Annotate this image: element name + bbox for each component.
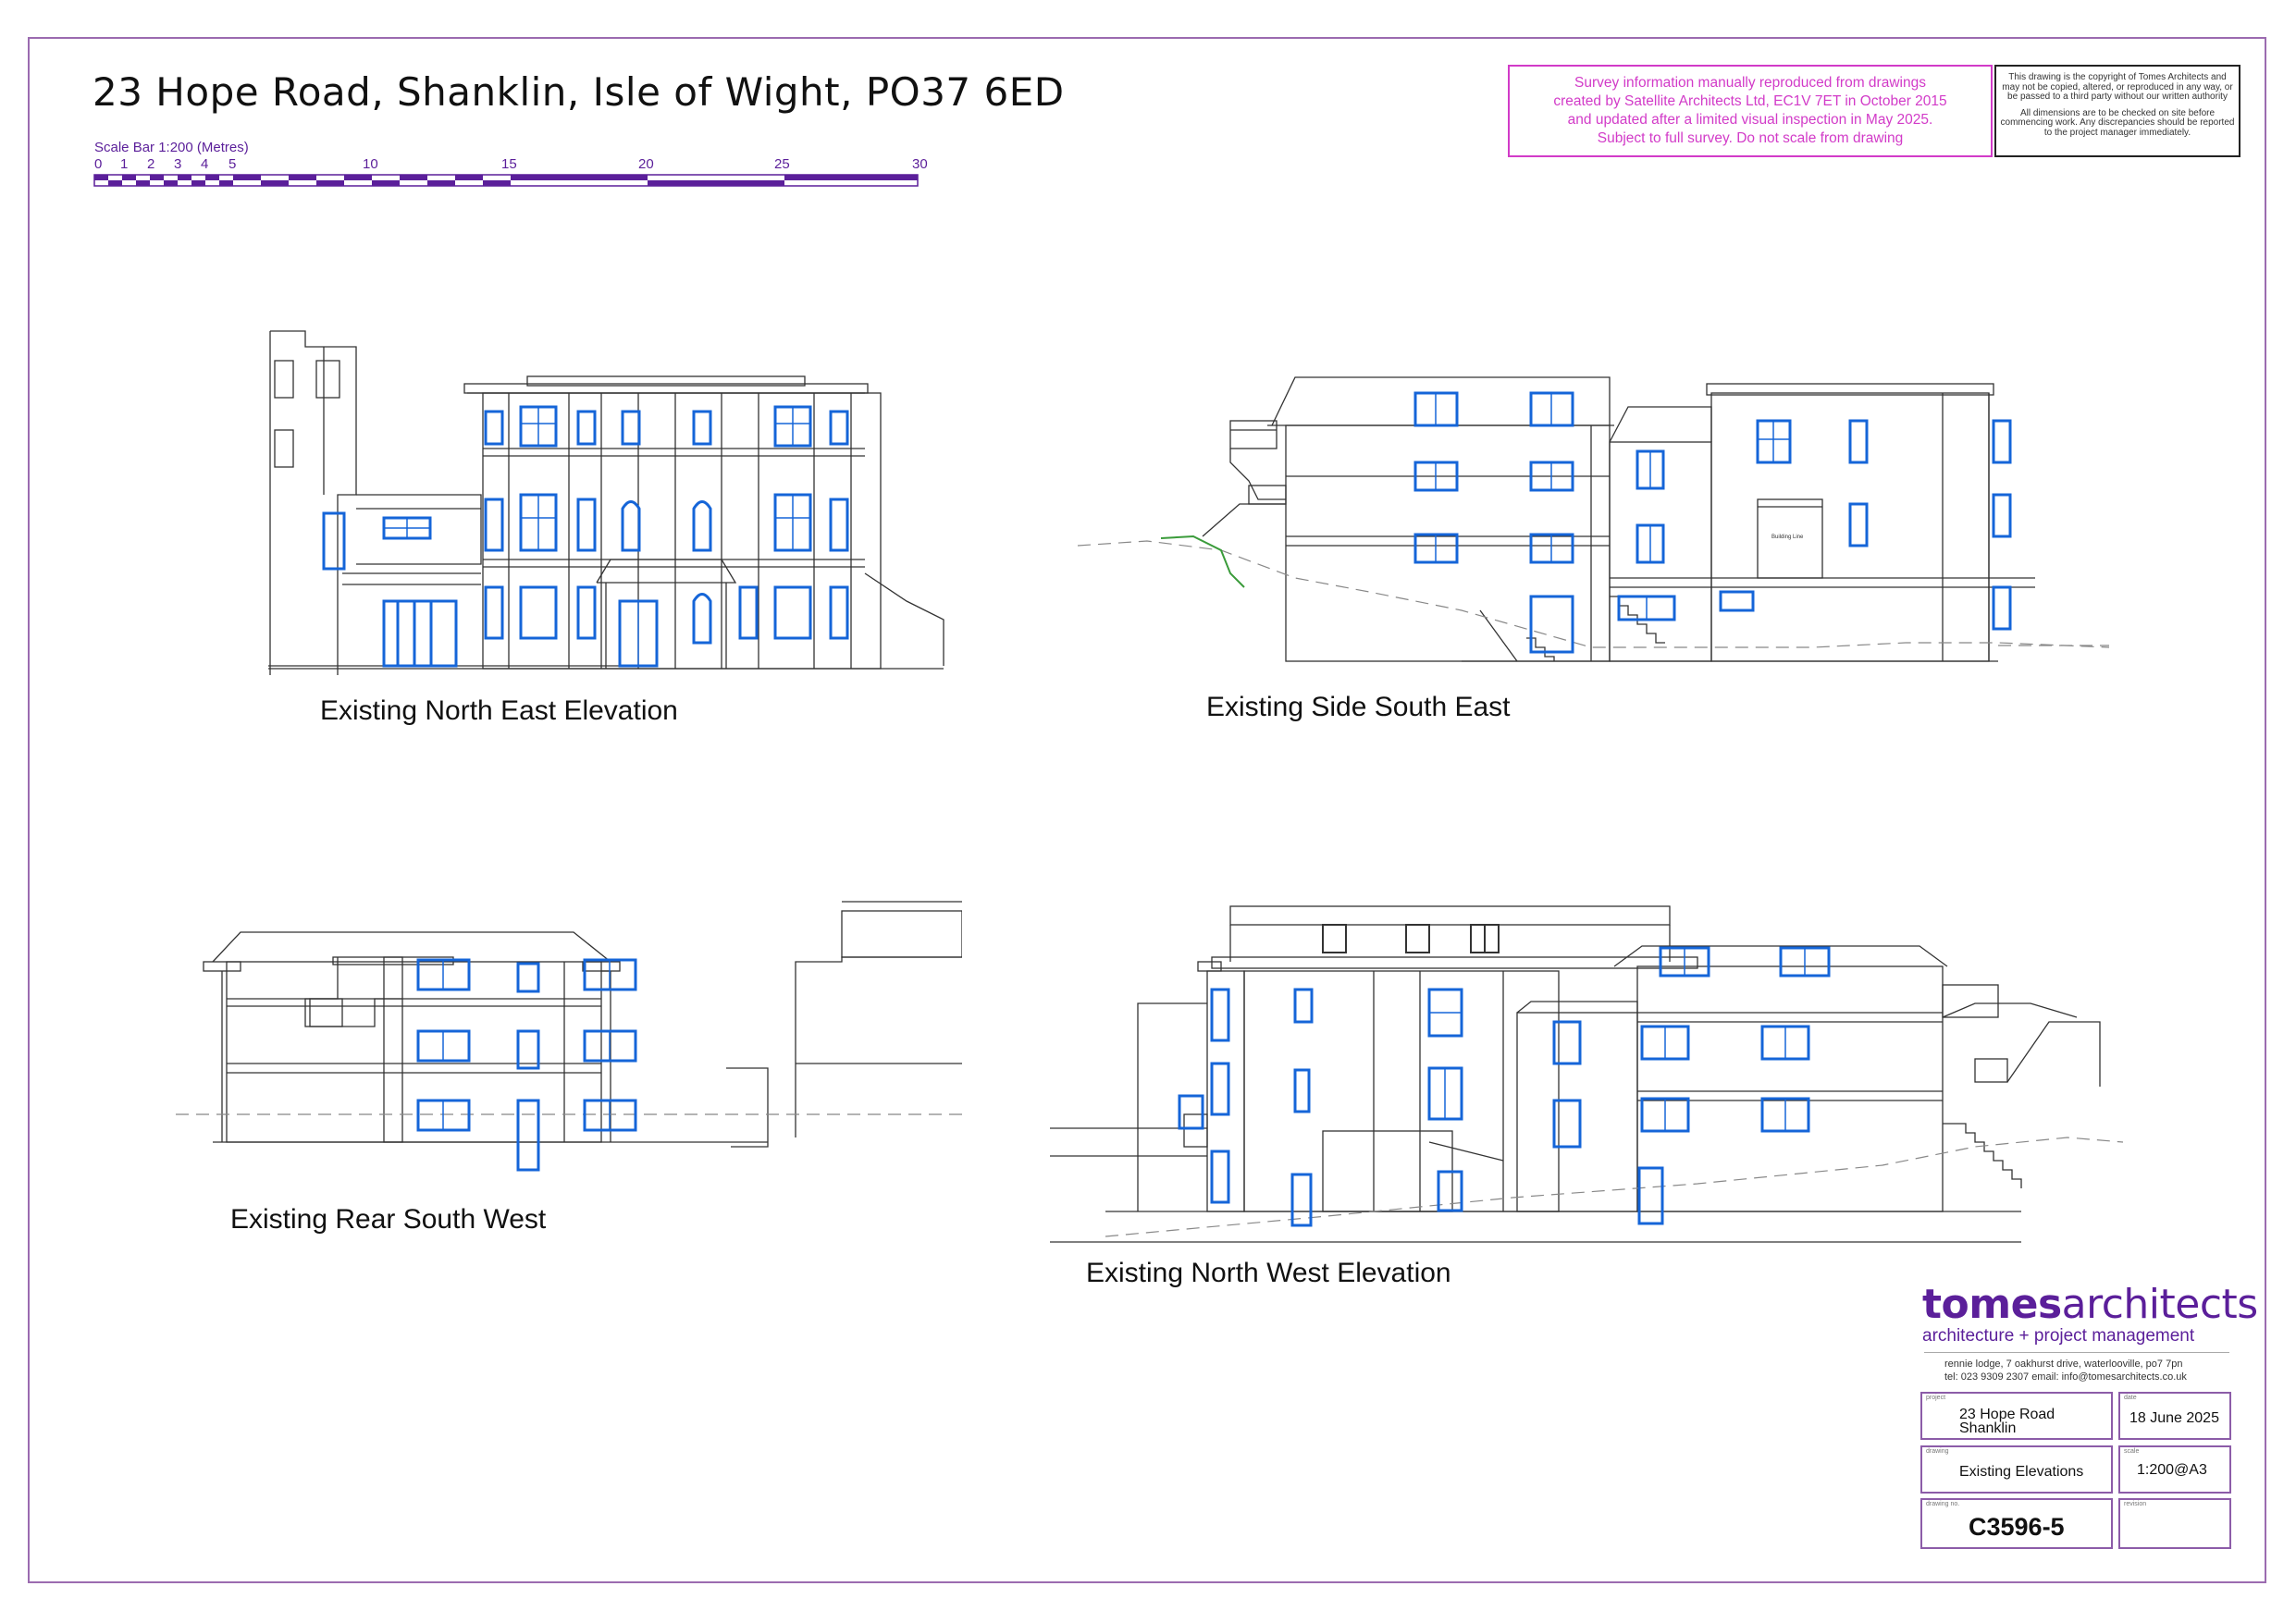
drawing-scale: 1:200@A3	[2137, 1462, 2207, 1478]
divider	[1924, 1352, 2229, 1353]
south-west-elevation-drawing	[176, 901, 962, 1172]
drawing-cell: drawing Existing Elevations	[1920, 1445, 2113, 1494]
drawing-title: 23 Hope Road, Shanklin, Isle of Wight, P…	[93, 69, 1065, 115]
scale-tick: 3	[174, 156, 182, 172]
scale-tick: 4	[201, 156, 209, 172]
south-east-elevation-drawing: Building Line	[1077, 376, 2110, 662]
firm-logo: tomesarchitects architecture + project m…	[1922, 1281, 2258, 1346]
drawing-date: 18 June 2025	[2129, 1410, 2219, 1426]
scale-bar-ticks: 0 1 2 3 4 5 10 15 20 25 30	[94, 156, 928, 175]
drawing-number: C3596-5	[1969, 1513, 2065, 1541]
scale-tick: 25	[774, 156, 790, 172]
cell-caption: scale	[2124, 1448, 2140, 1455]
firm-name-bold: tomes	[1922, 1281, 2062, 1328]
south-east-elevation-label: Existing Side South East	[1206, 692, 1511, 722]
firm-address: rennie lodge, 7 oakhurst drive, waterloo…	[1943, 1358, 2248, 1383]
north-east-elevation-drawing	[268, 330, 944, 675]
date-cell: date 18 June 2025	[2118, 1392, 2231, 1440]
project-cell: project 23 Hope Road Shanklin	[1920, 1392, 2113, 1440]
scale-tick: 1	[120, 156, 129, 172]
scale-tick: 30	[912, 156, 928, 172]
scale-bar-label: Scale Bar 1:200 (Metres)	[94, 140, 249, 155]
revision-cell: revision	[2118, 1498, 2231, 1549]
cell-caption: drawing no.	[1926, 1501, 1960, 1507]
project-location: Shanklin	[1959, 1420, 2017, 1436]
cell-caption: project	[1926, 1395, 1946, 1401]
north-east-elevation-label: Existing North East Elevation	[320, 695, 678, 726]
survey-disclaimer: Survey information manually reproduced f…	[1508, 65, 1993, 157]
project-name: 23 Hope Road	[1959, 1407, 2055, 1422]
survey-line: Subject to full survey. Do not scale fro…	[1597, 130, 1904, 146]
scale-tick: 2	[147, 156, 155, 172]
scale-cell: scale 1:200@A3	[2118, 1445, 2231, 1494]
drawing-no-cell: drawing no. C3596-5	[1920, 1498, 2113, 1549]
sheet-border	[28, 37, 2266, 1583]
scale-tick: 5	[228, 156, 237, 172]
scale-bar	[93, 174, 919, 187]
contact-line: tel: 023 9309 2307 email: info@tomesarch…	[1944, 1371, 2187, 1383]
dimensions-note: All dimensions are to be checked on site…	[2000, 107, 2235, 138]
cell-caption: date	[2124, 1395, 2137, 1401]
north-west-elevation-drawing	[1050, 905, 2124, 1243]
north-west-elevation-label: Existing North West Elevation	[1086, 1258, 1451, 1288]
firm-tagline: architecture + project management	[1922, 1326, 2195, 1346]
survey-line: Survey information manually reproduced f…	[1574, 75, 1926, 91]
scale-tick: 0	[94, 156, 103, 172]
survey-line: created by Satellite Architects Ltd, EC1…	[1553, 93, 1947, 109]
building-line-annotation: Building Line	[1771, 535, 1804, 540]
drawing-name: Existing Elevations	[1959, 1464, 2084, 1480]
cell-caption: revision	[2124, 1501, 2147, 1507]
scale-tick: 15	[501, 156, 517, 172]
copyright-text: This drawing is the copyright of Tomes A…	[2002, 72, 2233, 102]
south-west-elevation-label: Existing Rear South West	[230, 1204, 547, 1235]
firm-name-light: architects	[2061, 1281, 2259, 1328]
cell-caption: drawing	[1926, 1448, 1949, 1455]
scale-tick: 20	[638, 156, 654, 172]
survey-line: and updated after a limited visual inspe…	[1567, 112, 1933, 128]
scale-tick: 10	[363, 156, 378, 172]
address-line: rennie lodge, 7 oakhurst drive, waterloo…	[1944, 1359, 2183, 1370]
copyright-notice: This drawing is the copyright of Tomes A…	[1994, 65, 2240, 157]
